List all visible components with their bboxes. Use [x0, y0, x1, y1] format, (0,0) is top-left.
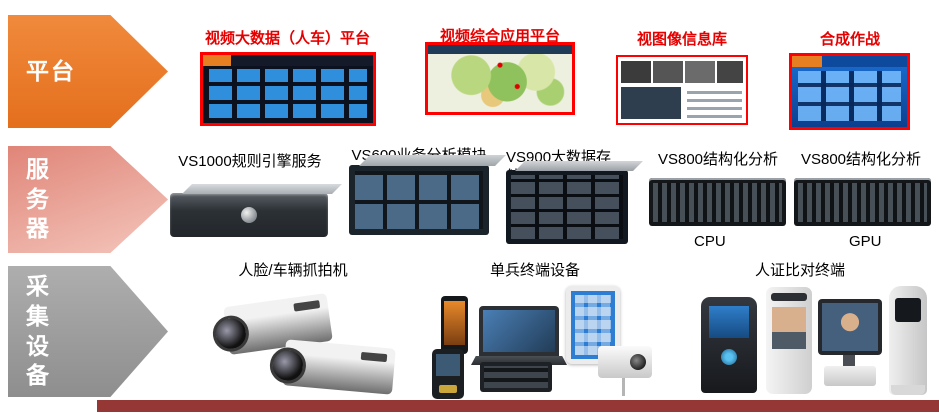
gpu-label: GPU — [846, 233, 885, 250]
rugged-laptop-base-image — [471, 356, 567, 365]
video-application-platform-screenshot — [425, 42, 575, 115]
camera-group-label: 人脸/车辆抓拍机 — [238, 262, 348, 279]
devices-row-label: 采集设备 — [26, 272, 51, 389]
synthetic-operations-screenshot — [789, 53, 910, 130]
verification-kiosk-tall-image — [889, 286, 927, 395]
platform-item-3-label: 视图像信息库 — [636, 31, 727, 48]
vs800-cpu-rack-image — [649, 178, 786, 226]
platform-item-2-label: 视频综合应用平台 — [439, 28, 560, 45]
verification-kiosk-white-image — [766, 287, 812, 394]
portable-server-image — [480, 362, 552, 392]
monitor-stand-image — [843, 355, 855, 366]
server-row-arrow: 服务器 — [8, 146, 168, 253]
webpage-text-lines — [687, 90, 742, 118]
platform-item-4-label: 合成作战 — [819, 31, 880, 48]
verification-monitor-image — [818, 299, 882, 355]
platform-item-1-label: 视频大数据（人车）平台 — [204, 30, 370, 47]
vs600-server-image — [349, 165, 489, 235]
vs1000-server-image — [170, 193, 328, 237]
vs1000-label: VS1000规则引擎服务 — [178, 153, 322, 170]
vs800-gpu-rack-image — [794, 178, 931, 226]
portable-device-image — [598, 346, 652, 378]
vs800-cpu-label: VS800结构化分析 — [657, 151, 779, 168]
handheld-phone-image — [441, 296, 468, 354]
cpu-label: CPU — [691, 233, 729, 250]
platform-row-label: 平台 — [26, 57, 76, 84]
rugged-handheld-image — [432, 349, 464, 399]
box-camera-2-image — [282, 339, 396, 395]
vs900-storage-image — [506, 170, 628, 244]
devices-row-arrow: 采集设备 — [8, 266, 168, 397]
tripod-pole-image — [622, 378, 625, 396]
rugged-laptop-screen-image — [479, 306, 559, 356]
video-bigdata-platform-screenshot — [200, 52, 376, 126]
verification-kiosk-dark-image — [701, 297, 757, 393]
platform-row-arrow: 平台 — [8, 15, 168, 128]
bottom-accent-bar — [97, 400, 939, 412]
monitor-base-image — [824, 366, 876, 386]
image-info-library-screenshot — [616, 55, 748, 125]
server-row-label: 服务器 — [26, 155, 51, 242]
portable-group-label: 单兵终端设备 — [489, 262, 580, 279]
verification-group-label: 人证比对终端 — [754, 262, 845, 279]
vs800-gpu-label: VS800结构化分析 — [800, 151, 922, 168]
